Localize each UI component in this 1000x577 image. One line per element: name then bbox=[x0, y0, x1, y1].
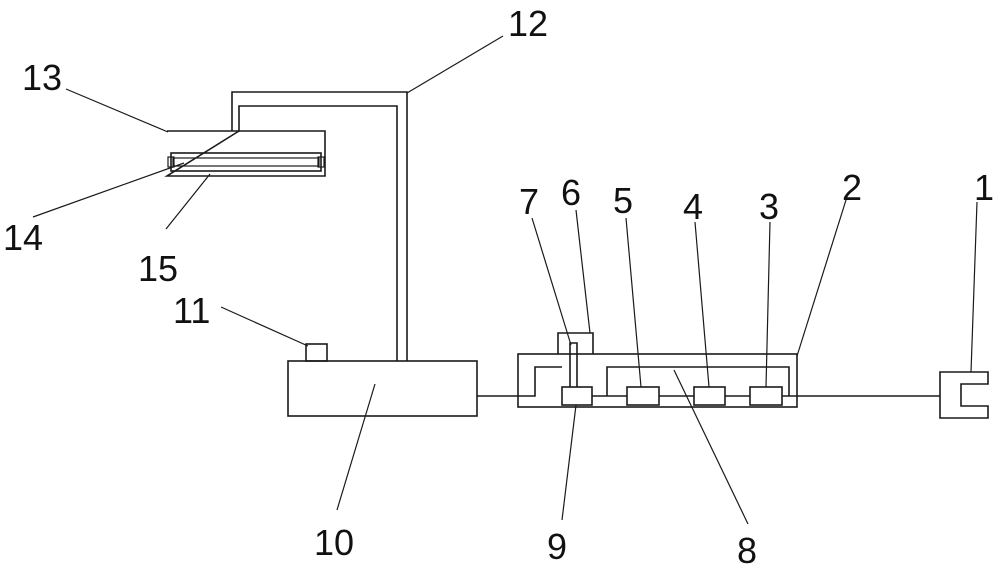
inner-wire-left bbox=[518, 366, 562, 397]
label-6: 6 bbox=[561, 172, 581, 213]
module-housing-2 bbox=[517, 353, 798, 408]
label-12: 12 bbox=[508, 3, 548, 44]
label-7: 7 bbox=[519, 181, 539, 222]
connector-1 bbox=[939, 371, 989, 419]
top-box-6 bbox=[557, 332, 594, 354]
label-13: 13 bbox=[22, 57, 62, 98]
leader-5 bbox=[625, 217, 642, 388]
component-9 bbox=[561, 386, 593, 406]
leader-7 bbox=[531, 217, 572, 346]
part-labels: 1 2 3 4 5 6 7 8 9 10 11 12 13 14 15 bbox=[3, 3, 994, 571]
leader-4 bbox=[694, 221, 710, 388]
label-5: 5 bbox=[613, 180, 633, 221]
leader-8 bbox=[673, 369, 749, 525]
label-11: 11 bbox=[173, 290, 210, 331]
component-5 bbox=[626, 386, 660, 406]
base-box-10 bbox=[287, 360, 478, 417]
switch-11 bbox=[305, 343, 328, 362]
leader-3 bbox=[765, 221, 771, 388]
label-1: 1 bbox=[974, 167, 994, 208]
leader-11 bbox=[220, 306, 309, 347]
leader-15 bbox=[165, 173, 211, 230]
label-2: 2 bbox=[842, 167, 862, 208]
label-3: 3 bbox=[759, 186, 779, 227]
component-3 bbox=[749, 386, 783, 406]
probe-7 bbox=[569, 342, 578, 387]
label-10: 10 bbox=[314, 522, 354, 563]
leader-13 bbox=[65, 88, 169, 133]
label-8: 8 bbox=[737, 530, 757, 571]
leader-10 bbox=[336, 383, 376, 511]
label-9: 9 bbox=[547, 526, 567, 567]
lamp-housing-13 bbox=[164, 91, 408, 361]
component-4 bbox=[693, 386, 726, 406]
leader-9 bbox=[561, 404, 577, 521]
leader-6 bbox=[575, 209, 591, 334]
label-4: 4 bbox=[683, 186, 703, 227]
inner-frame-8 bbox=[606, 366, 790, 396]
label-15: 15 bbox=[138, 248, 178, 289]
label-14: 14 bbox=[3, 217, 43, 258]
lamp-tube-14-15 bbox=[167, 152, 325, 172]
leader-12 bbox=[406, 35, 504, 94]
leader-2 bbox=[796, 199, 847, 357]
leader-lines bbox=[32, 35, 978, 525]
leader-14 bbox=[32, 162, 185, 218]
leader-1 bbox=[970, 201, 978, 373]
